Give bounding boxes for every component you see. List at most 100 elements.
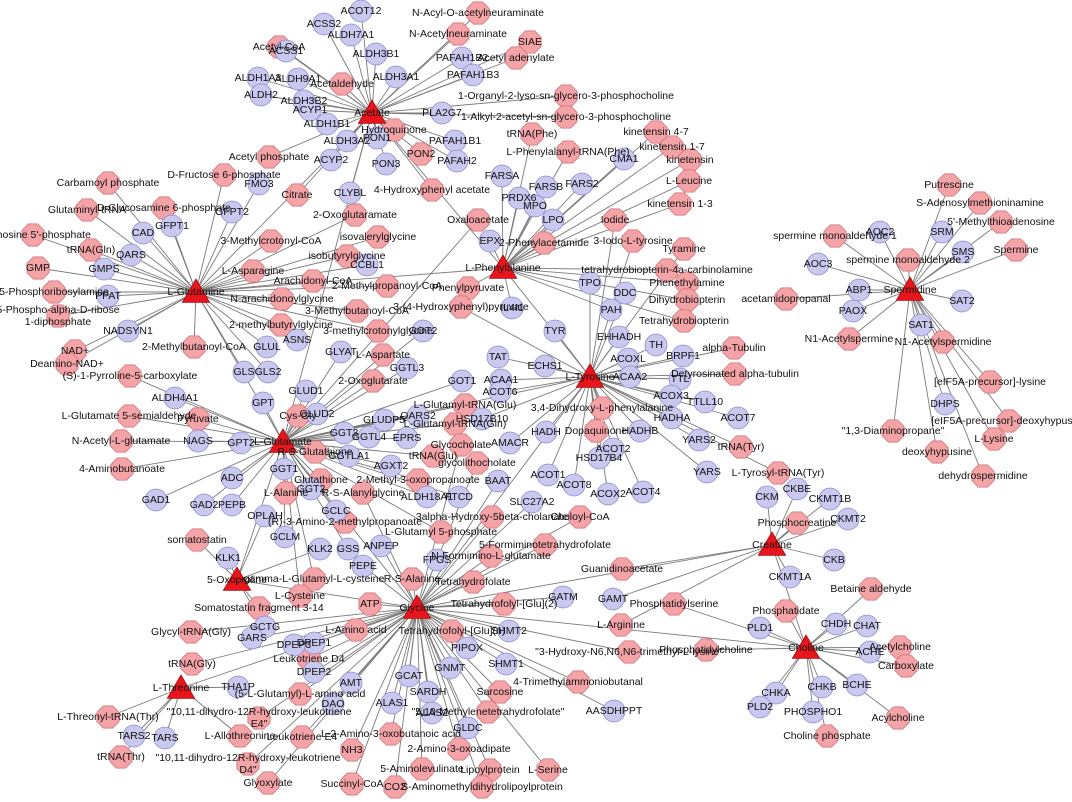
gene-node[interactable] <box>357 425 381 449</box>
gene-node[interactable] <box>226 675 250 699</box>
gene-node[interactable] <box>847 278 871 302</box>
metabolite-node[interactable] <box>859 577 883 601</box>
metabolite-node[interactable] <box>228 724 252 748</box>
gene-node[interactable] <box>806 252 830 276</box>
metabolite-node[interactable] <box>662 592 686 616</box>
gene-node[interactable] <box>319 148 343 172</box>
metabolite-node[interactable] <box>672 309 696 333</box>
metabolite-node[interactable] <box>302 567 326 591</box>
metabolite-node[interactable] <box>259 229 283 253</box>
metabolite-node[interactable] <box>466 1 490 25</box>
metabolite-node[interactable] <box>556 140 580 164</box>
gene-node[interactable] <box>329 340 353 364</box>
gene-node[interactable] <box>748 616 772 640</box>
metabolite-node[interactable] <box>180 652 204 676</box>
gene-node[interactable] <box>748 695 772 719</box>
gene-node[interactable] <box>818 487 842 511</box>
gene-node[interactable] <box>933 392 957 416</box>
metabolite-node[interactable] <box>288 682 312 706</box>
gene-node[interactable] <box>216 546 240 570</box>
gene-node[interactable] <box>498 431 522 455</box>
gene-node[interactable] <box>486 345 510 369</box>
metabolite-node[interactable] <box>610 557 634 581</box>
metabolite-node[interactable] <box>185 528 209 552</box>
metabolite-node[interactable] <box>400 567 424 591</box>
gene-node[interactable] <box>163 386 187 410</box>
metabolite-node[interactable] <box>212 163 236 187</box>
metabolite-node[interactable] <box>182 335 206 359</box>
metabolite-node[interactable] <box>340 772 364 796</box>
metabolite-node[interactable] <box>480 505 504 529</box>
gene-node[interactable] <box>220 200 244 224</box>
metabolite-node[interactable] <box>270 287 294 311</box>
gene-node[interactable] <box>229 431 253 455</box>
metabolite-node[interactable] <box>109 745 133 769</box>
gene-node[interactable] <box>693 390 717 414</box>
metabolite-node[interactable] <box>470 775 494 799</box>
metabolite-node[interactable] <box>110 457 134 481</box>
metabolite-node[interactable] <box>931 330 955 354</box>
metabolite-node[interactable] <box>989 210 1013 234</box>
metabolite-node[interactable] <box>285 183 309 207</box>
metabolite-node[interactable] <box>461 570 485 594</box>
gene-node[interactable] <box>411 319 435 343</box>
gene-node[interactable] <box>858 640 882 664</box>
metabolite-node[interactable] <box>968 191 992 215</box>
gene-node[interactable] <box>618 365 642 389</box>
metabolite-node[interactable] <box>449 433 473 457</box>
metabolite-node[interactable] <box>366 225 390 249</box>
metabolite-node[interactable] <box>21 223 45 247</box>
gene-node[interactable] <box>644 333 668 357</box>
metabolite-node[interactable] <box>379 722 403 746</box>
gene-node[interactable] <box>131 221 155 245</box>
gene-node[interactable] <box>384 65 408 89</box>
metabolite-node[interactable] <box>617 640 641 664</box>
gene-node[interactable] <box>533 354 557 378</box>
metabolite-node[interactable] <box>978 370 1002 394</box>
metabolite-node[interactable] <box>466 208 490 232</box>
gene-node[interactable] <box>379 454 403 478</box>
gene-node[interactable] <box>415 485 439 509</box>
gene-node[interactable] <box>687 428 711 452</box>
gene-node[interactable] <box>456 716 480 740</box>
gene-node[interactable] <box>541 208 565 232</box>
gene-node[interactable] <box>351 554 375 578</box>
gene-node[interactable] <box>321 692 345 716</box>
metabolite-node[interactable] <box>96 705 120 729</box>
metabolite-node[interactable] <box>420 178 444 202</box>
metabolite-node[interactable] <box>75 198 99 222</box>
gene-node[interactable] <box>282 633 306 657</box>
gene-node[interactable] <box>286 67 310 91</box>
metabolite-node[interactable] <box>621 229 645 253</box>
hub-node-choline[interactable] <box>791 634 821 659</box>
gene-node[interactable] <box>186 429 210 453</box>
metabolite-node[interactable] <box>290 725 314 749</box>
gene-node[interactable] <box>336 537 360 561</box>
gene-node[interactable] <box>824 612 848 636</box>
metabolite-node[interactable] <box>440 619 464 643</box>
hub-node-ltyrosine[interactable] <box>575 363 605 388</box>
hub-node-acetate[interactable] <box>357 99 387 124</box>
metabolite-node[interactable] <box>660 135 684 159</box>
metabolite-node[interactable] <box>340 738 364 762</box>
gene-node[interactable] <box>369 534 393 558</box>
metabolite-node[interactable] <box>672 237 696 261</box>
metabolite-node[interactable] <box>330 72 354 96</box>
metabolite-node[interactable] <box>303 440 327 464</box>
metabolite-node[interactable] <box>603 208 627 232</box>
gene-node[interactable] <box>450 46 474 70</box>
metabolite-node[interactable] <box>590 396 614 420</box>
metabolite-node[interactable] <box>410 757 434 781</box>
metabolite-node[interactable] <box>1004 238 1028 262</box>
metabolite-node[interactable] <box>925 440 949 464</box>
gene-node[interactable] <box>339 671 363 695</box>
metabolite-node[interactable] <box>382 118 406 142</box>
metabolite-node[interactable] <box>335 244 359 268</box>
metabolite-node[interactable] <box>774 287 798 311</box>
gene-node[interactable] <box>726 406 750 430</box>
metabolite-node[interactable] <box>837 327 861 351</box>
hub-node-lglutamine[interactable] <box>181 278 211 303</box>
gene-node[interactable] <box>534 175 558 199</box>
metabolite-node[interactable] <box>766 461 790 485</box>
gene-node[interactable] <box>836 507 860 531</box>
